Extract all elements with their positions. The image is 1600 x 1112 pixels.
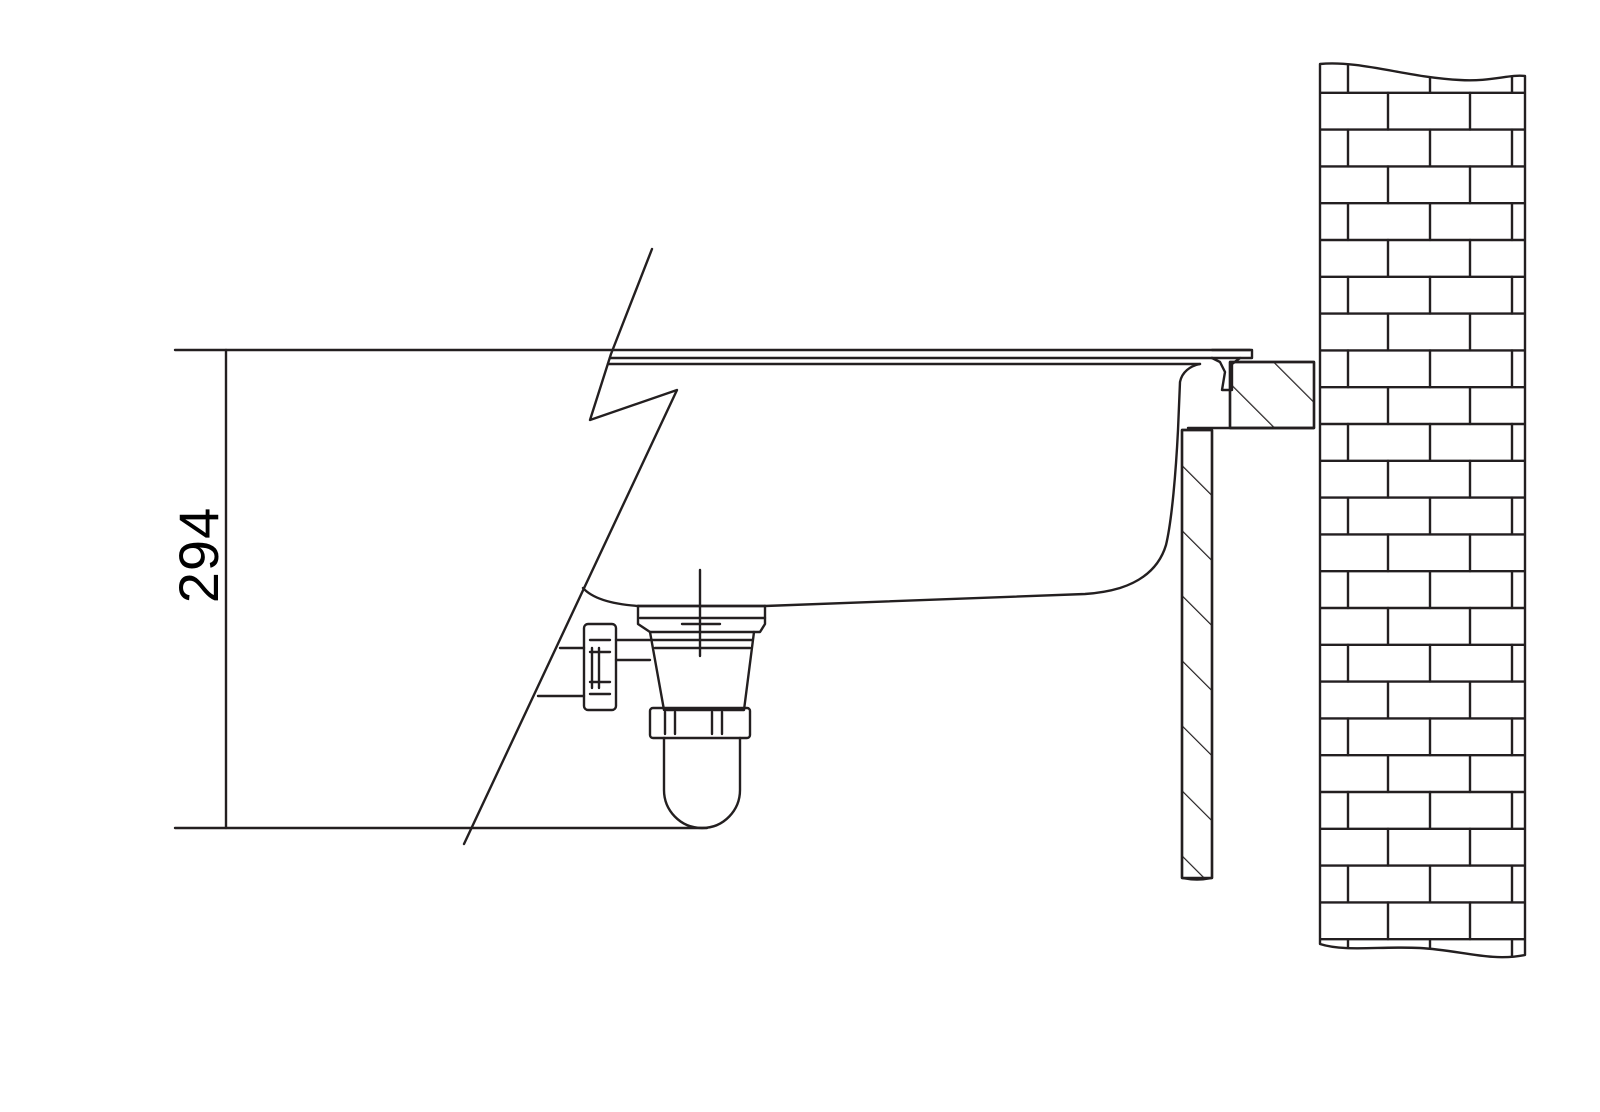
dimension-294	[173, 348, 1252, 830]
sink-bowl-section	[581, 348, 1254, 608]
cabinet-side-panel	[1180, 428, 1214, 881]
drain-outlet	[636, 568, 767, 712]
overflow-connector	[536, 622, 652, 712]
dimension-label-294: 294	[167, 506, 230, 604]
brick-wall	[1318, 62, 1527, 959]
break-line	[462, 247, 679, 846]
trap-cup	[648, 706, 752, 830]
brick-pattern	[1320, 63, 1525, 958]
worktop-section	[1186, 360, 1316, 430]
